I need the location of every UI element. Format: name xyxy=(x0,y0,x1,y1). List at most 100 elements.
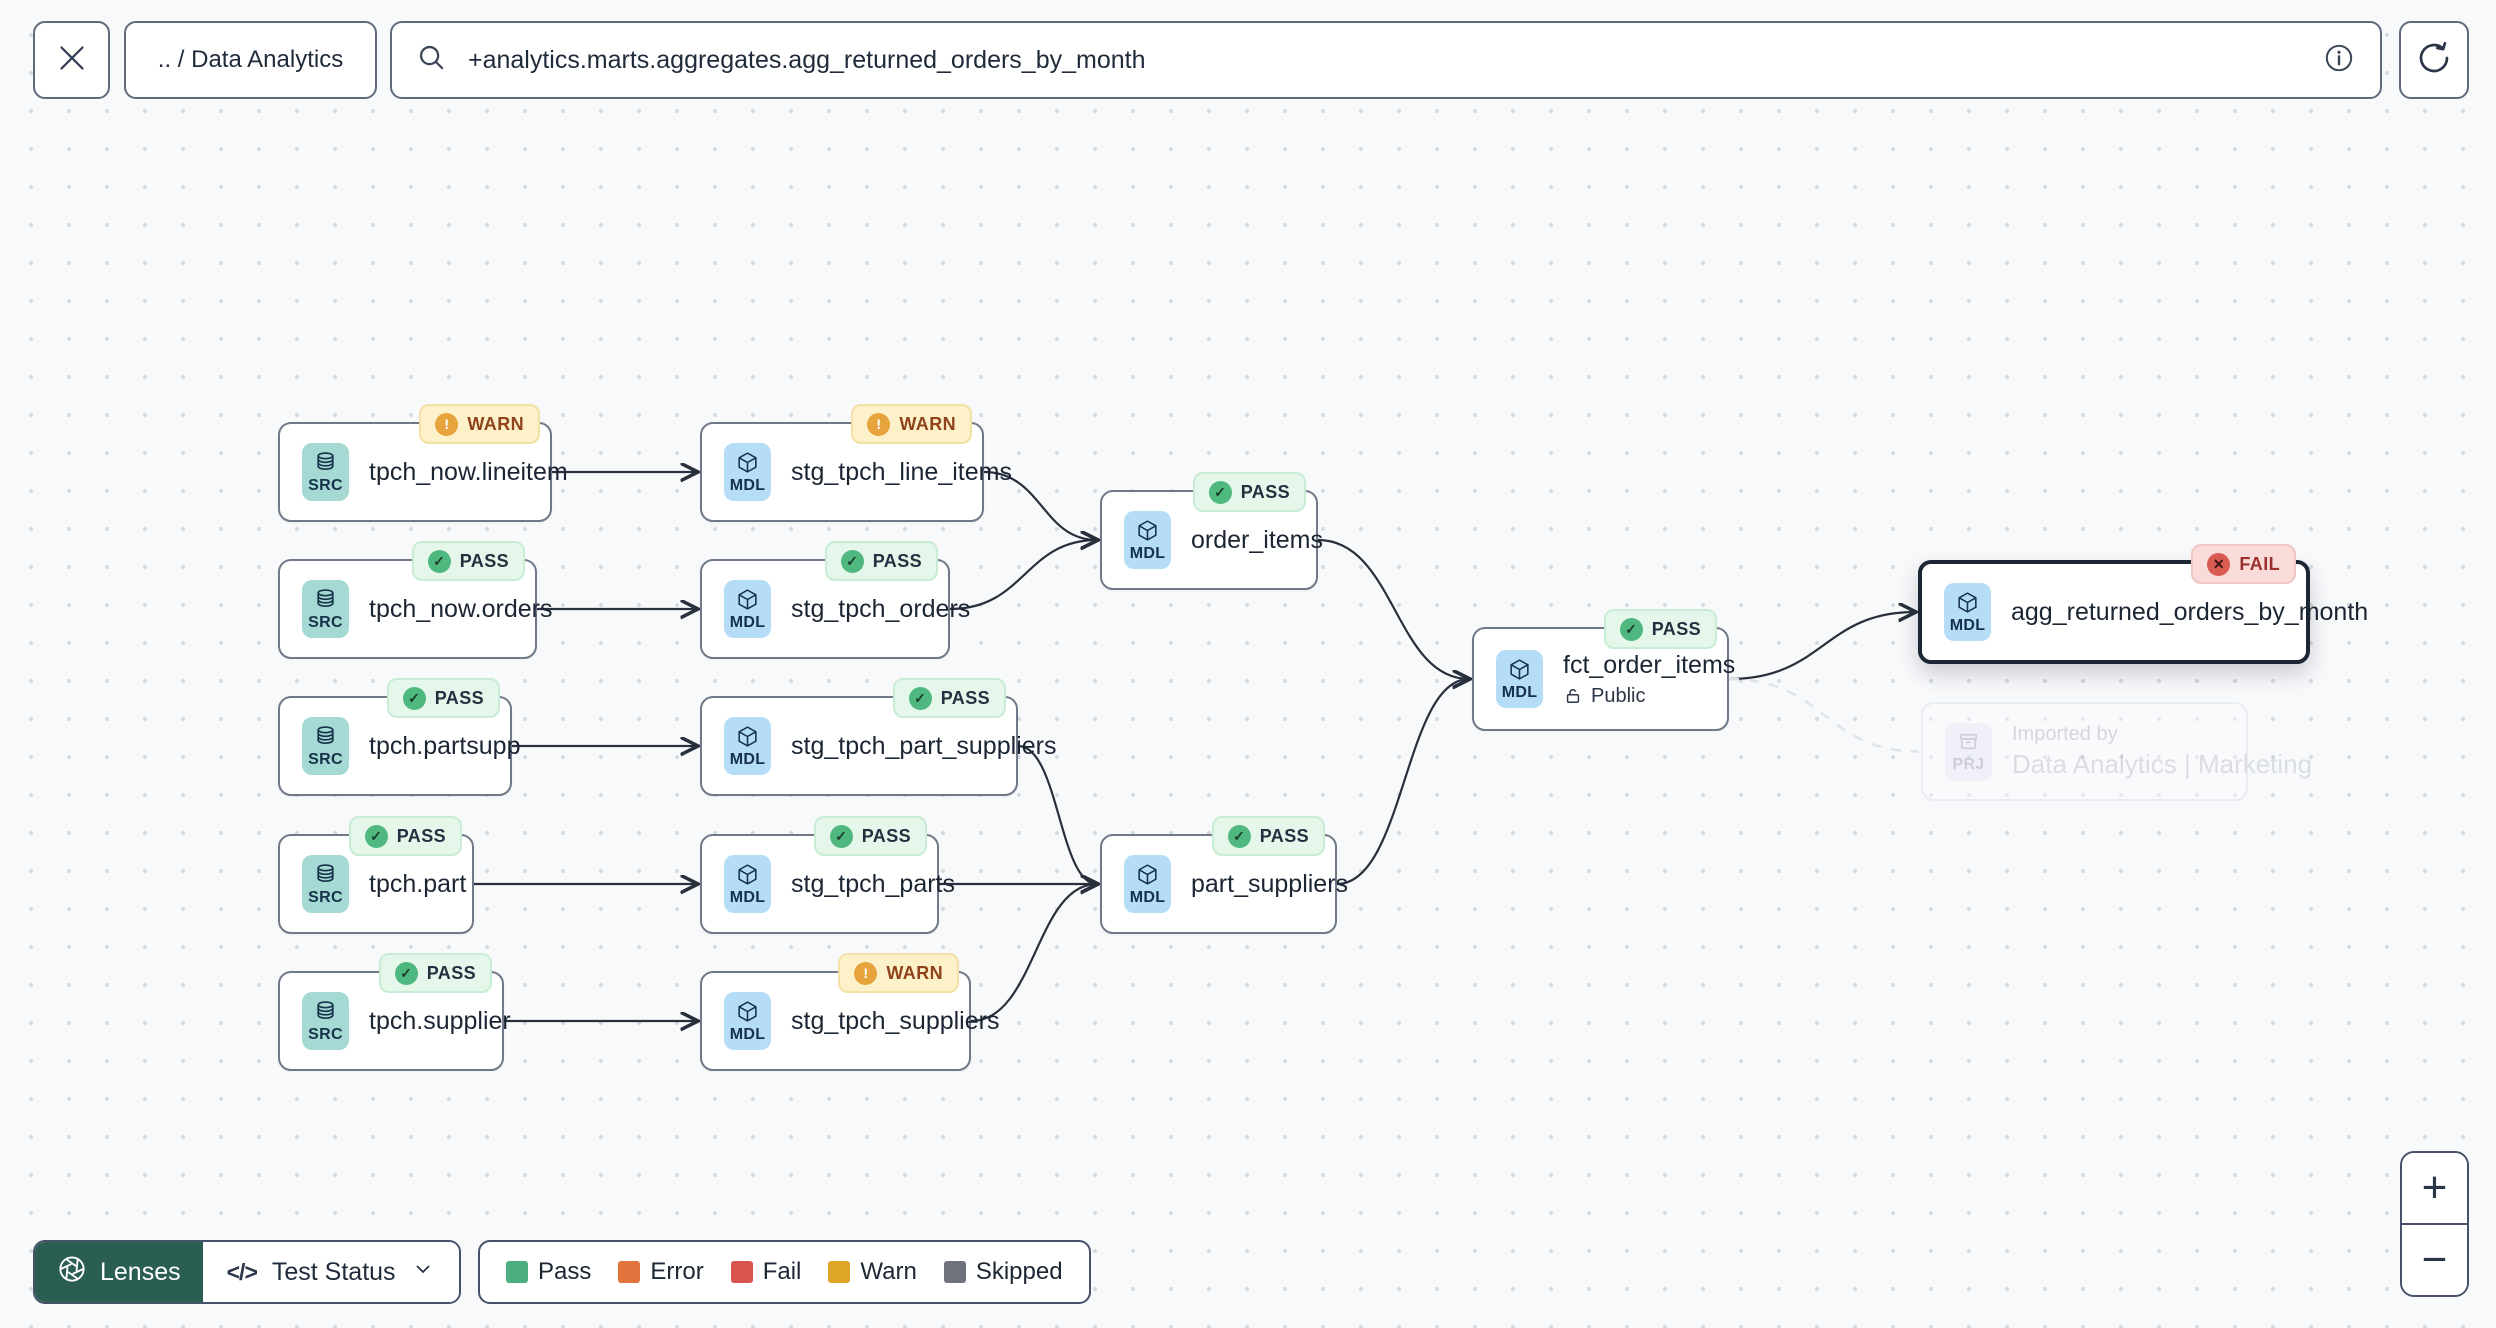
status-badge-pass: ✓PASS xyxy=(378,953,492,993)
mdl-kind-chip: MDL xyxy=(1944,583,1991,641)
status-badge-warn: !WARN xyxy=(851,404,972,444)
node-label: stg_tpch_parts xyxy=(791,869,955,898)
cube-icon xyxy=(1958,591,1977,613)
status-dot-icon: ✓ xyxy=(829,824,853,848)
breadcrumb[interactable]: .. / Data Analytics xyxy=(124,21,377,99)
refresh-icon xyxy=(2415,39,2453,82)
lens-selector[interactable]: </> Test Status xyxy=(202,1242,459,1302)
node-label: fct_order_items xyxy=(1563,650,1736,679)
edge-stg_tpch_orders-to-order_items xyxy=(949,540,1097,611)
status-dot-icon: ! xyxy=(435,412,459,436)
database-icon xyxy=(317,725,334,744)
edge-part_suppliers-to-fct_order_items xyxy=(1336,679,1469,886)
info-icon[interactable] xyxy=(2322,41,2356,80)
cube-icon xyxy=(738,1000,757,1022)
legend-swatch xyxy=(943,1261,966,1283)
kind-label: PRJ xyxy=(1952,756,1985,773)
status-badge-pass: ✓PASS xyxy=(411,541,525,581)
legend-item-pass: Pass xyxy=(506,1258,591,1286)
graph-node-imported_by[interactable]: PRJ Imported by Data Analytics | Marketing xyxy=(1921,702,2312,801)
edge-order_items-to-fct_order_items xyxy=(1317,538,1469,679)
edge-fct_order_items-to-imported_by xyxy=(1728,677,1919,753)
close-button[interactable] xyxy=(33,21,110,99)
node-label: stg_tpch_line_items xyxy=(791,457,1012,486)
close-icon xyxy=(54,40,90,81)
legend-swatch xyxy=(618,1261,641,1283)
database-icon xyxy=(317,588,334,607)
src-kind-chip: SRC xyxy=(302,580,349,638)
status-dot-icon: ✓ xyxy=(427,549,451,573)
status-badge-pass: ✓PASS xyxy=(813,816,927,856)
legend-item-warn: Warn xyxy=(828,1258,917,1286)
zoom-in-button[interactable]: + xyxy=(2402,1153,2467,1223)
mdl-kind-chip: MDL xyxy=(1496,650,1543,708)
zoom-out-button[interactable]: − xyxy=(2402,1223,2467,1295)
status-dot-icon: ✕ xyxy=(2207,552,2231,576)
status-badge-warn: !WARN xyxy=(838,953,959,993)
kind-label: MDL xyxy=(729,613,766,631)
kind-label: MDL xyxy=(1501,683,1538,701)
code-icon: </> xyxy=(226,1258,258,1285)
cube-icon xyxy=(1510,658,1529,680)
kind-label: MDL xyxy=(1129,888,1166,906)
legend-label: Warn xyxy=(860,1258,917,1285)
legend-swatch xyxy=(730,1261,753,1283)
status-dot-icon: ✓ xyxy=(840,549,864,573)
edge-fct_order_items-to-agg_returned_orders_by_month xyxy=(1728,612,1915,681)
status-badge-pass: ✓PASS xyxy=(386,678,500,718)
test-status-legend: Pass Error Fail Warn Skipped xyxy=(478,1240,1091,1304)
legend-swatch xyxy=(506,1261,528,1283)
lenses-label: Lenses xyxy=(100,1257,181,1286)
node-label: stg_tpch_orders xyxy=(791,594,971,623)
cube-icon xyxy=(738,588,757,610)
legend-item-error: Error xyxy=(618,1258,704,1286)
status-badge-pass: ✓PASS xyxy=(892,678,1006,718)
status-badge-pass: ✓PASS xyxy=(824,541,938,581)
lenses-button[interactable]: Lenses xyxy=(35,1242,203,1302)
status-dot-icon: ! xyxy=(854,961,878,985)
status-badge-warn: !WARN xyxy=(419,404,540,444)
src-kind-chip: SRC xyxy=(302,992,349,1050)
src-kind-chip: SRC xyxy=(302,855,349,913)
legend-item-skipped: Skipped xyxy=(943,1258,1063,1286)
search-icon xyxy=(416,42,448,79)
lenses-control: Lenses </> Test Status xyxy=(33,1240,461,1304)
status-badge-pass: ✓PASS xyxy=(1603,609,1717,649)
search-input[interactable] xyxy=(466,44,2304,76)
edge-stg_tpch_part_suppliers-to-part_suppliers xyxy=(1017,744,1097,884)
imported-by-projects: Data Analytics | Marketing xyxy=(2012,749,2313,779)
lens-selector-label: Test Status xyxy=(271,1257,396,1286)
refresh-button[interactable] xyxy=(2399,21,2469,99)
legend-label: Skipped xyxy=(975,1258,1063,1285)
status-dot-icon: ! xyxy=(867,412,891,436)
prj-kind-chip: PRJ xyxy=(1945,722,1992,781)
cube-icon xyxy=(738,451,757,473)
status-dot-icon: ✓ xyxy=(1208,480,1232,504)
graph-node-stg_tpch_orders[interactable]: MDL stg_tpch_orders ✓PASS xyxy=(700,541,970,659)
legend-label: Fail xyxy=(762,1258,802,1285)
chevron-down-icon xyxy=(411,1257,435,1288)
kind-label: MDL xyxy=(729,750,766,768)
kind-label: MDL xyxy=(729,1025,766,1043)
legend-label: Pass xyxy=(538,1258,592,1285)
search-box[interactable] xyxy=(390,21,2382,99)
mdl-kind-chip: MDL xyxy=(1124,855,1171,913)
status-dot-icon: ✓ xyxy=(394,961,418,985)
imported-by-label: Imported by xyxy=(2012,723,2118,745)
legend-swatch xyxy=(828,1261,851,1283)
